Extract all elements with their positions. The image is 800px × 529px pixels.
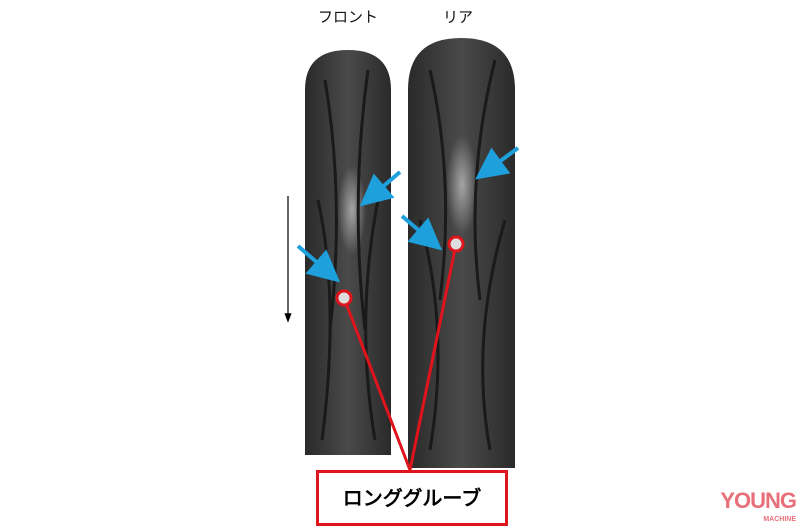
front-label: フロント — [318, 8, 379, 26]
rear-label: リア — [443, 8, 474, 26]
logo-main: YOUNG — [720, 488, 797, 513]
front-tire — [305, 50, 391, 455]
front-groove-marker — [335, 289, 353, 307]
callout-lines — [342, 243, 458, 471]
long-groove-callout: ロンググルーブ — [316, 470, 508, 526]
young-machine-logo: YOUNG MACHINE — [708, 488, 797, 525]
rear-tire — [408, 38, 515, 468]
blue-arrows — [296, 146, 520, 283]
logo-sub: MACHINE — [763, 516, 796, 523]
rear-groove-marker — [447, 235, 465, 253]
